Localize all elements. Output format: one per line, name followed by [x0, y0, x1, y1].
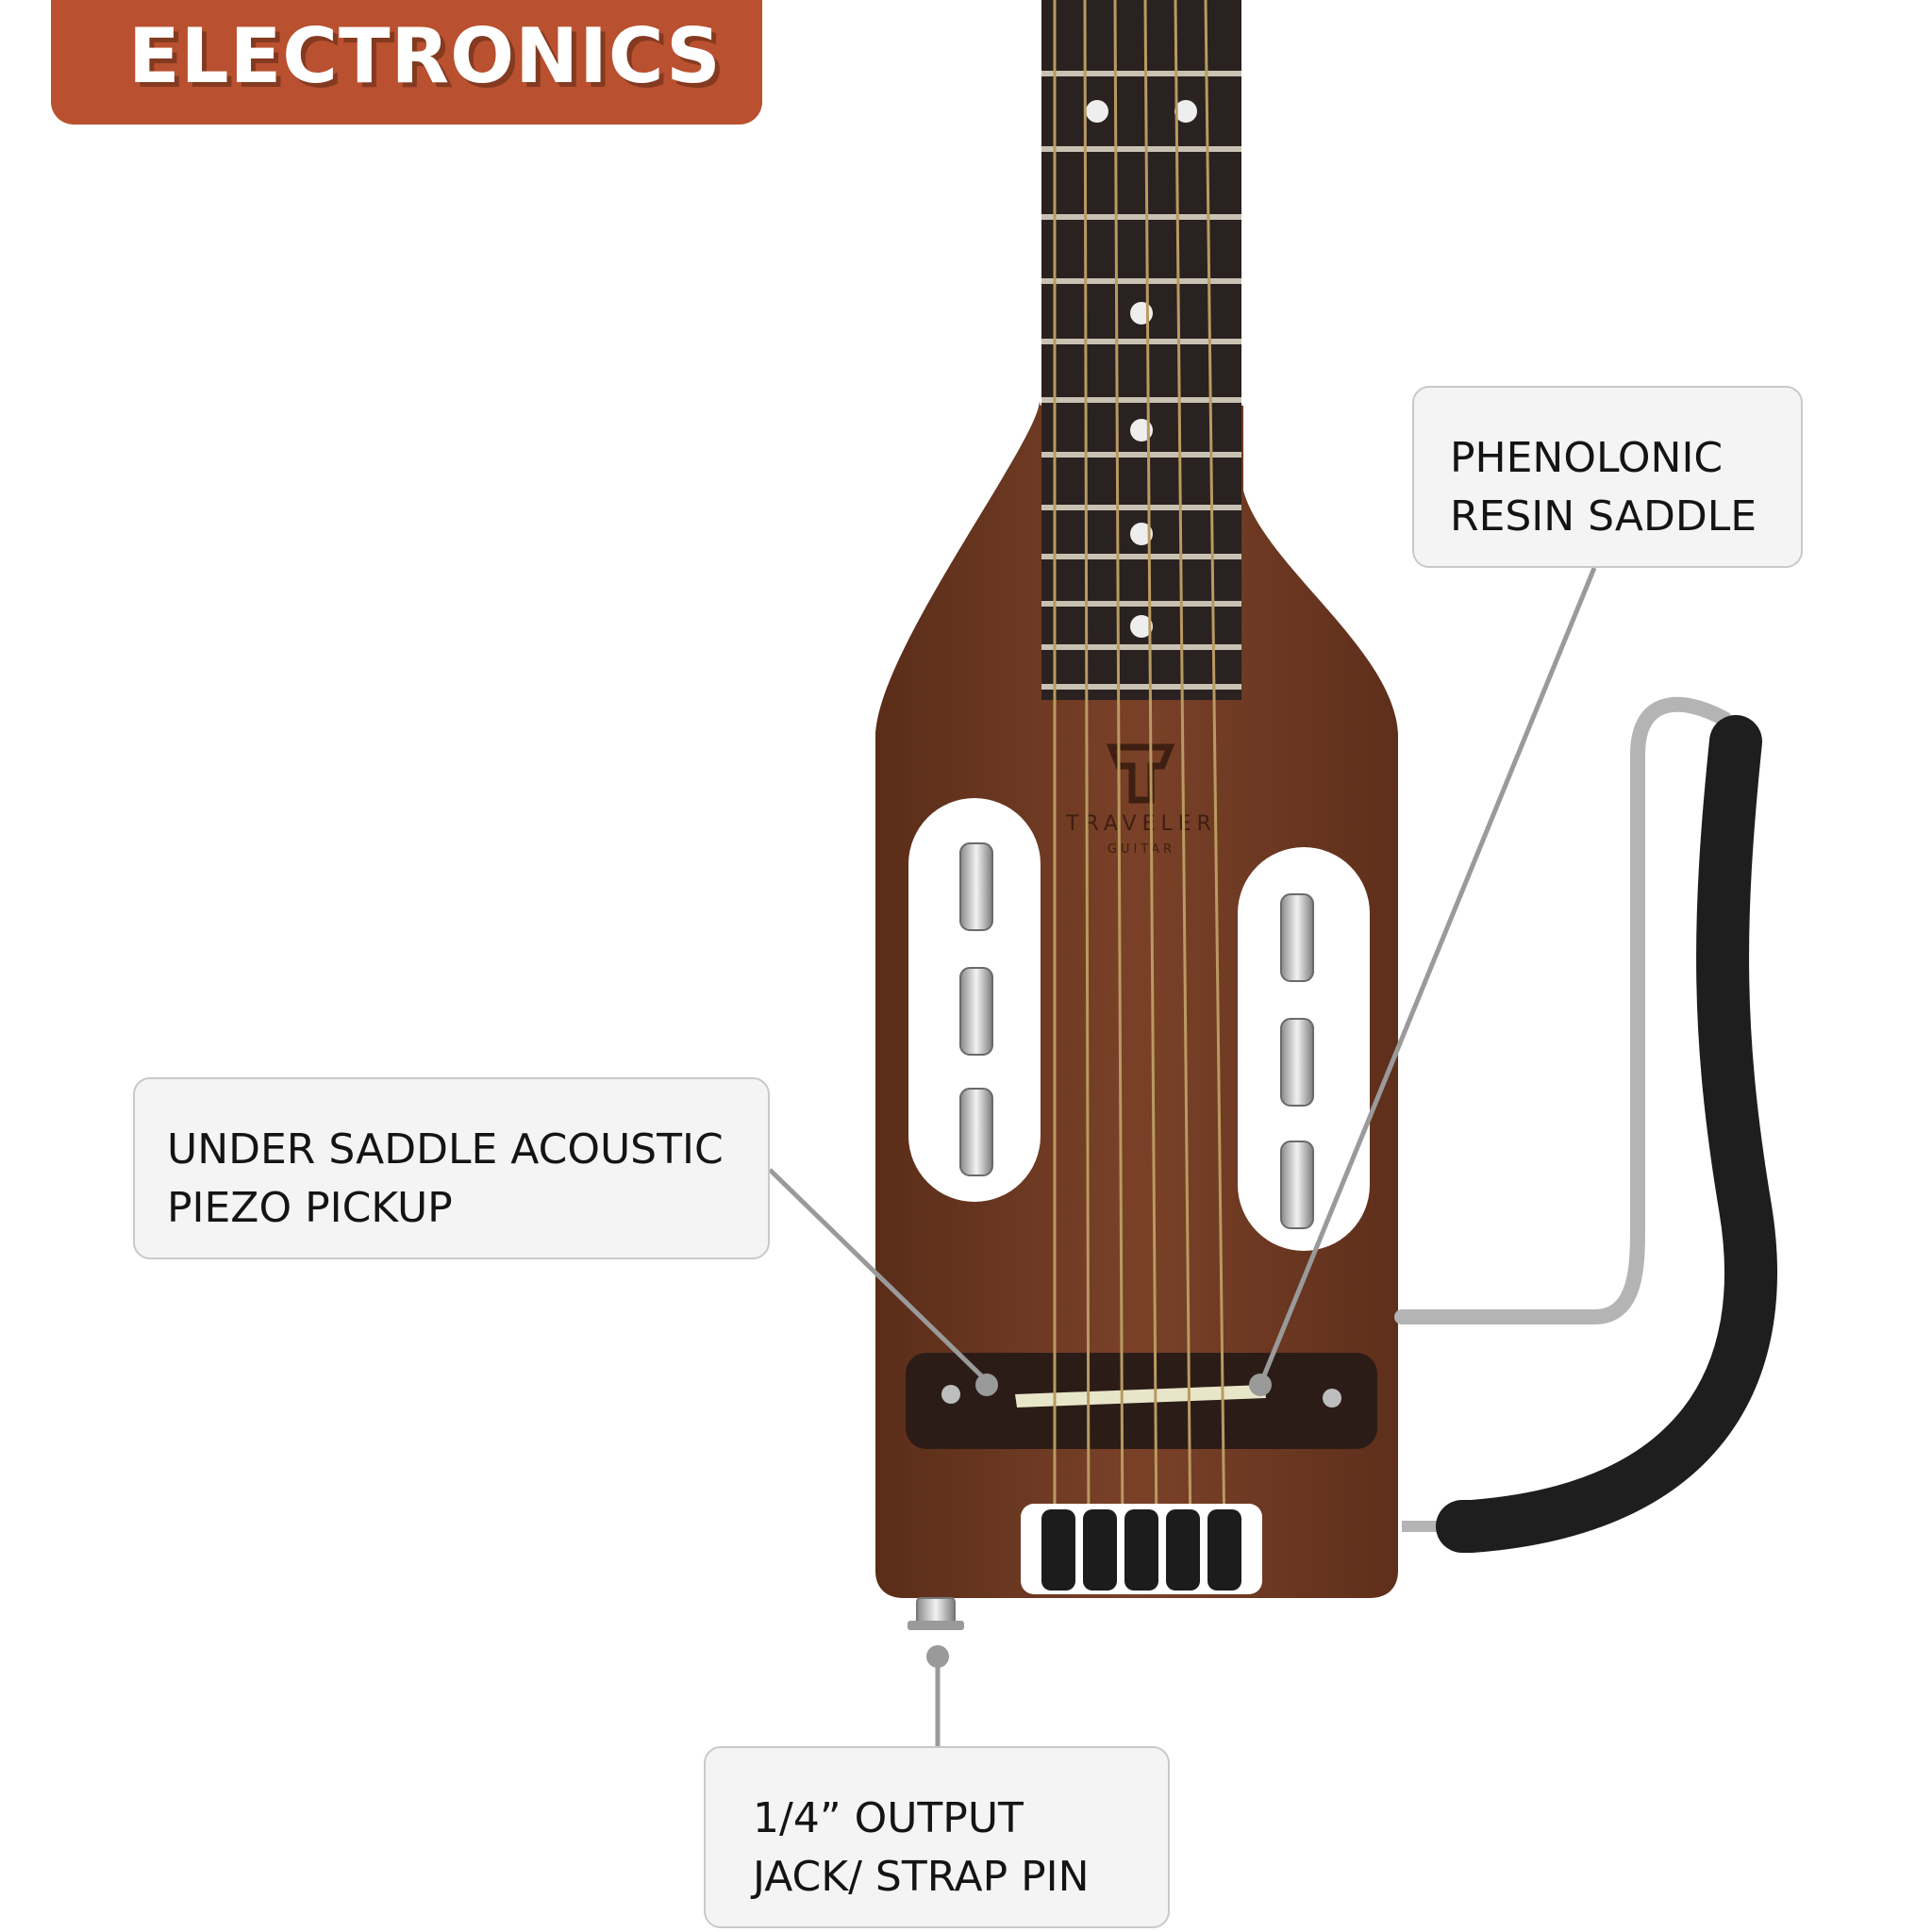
string-roller [1124, 1509, 1158, 1591]
callout-line: 1/4” OUTPUT [753, 1794, 1024, 1842]
frets [1041, 71, 1241, 690]
string-roller [1166, 1509, 1200, 1591]
guitar-string [1204, 0, 1226, 1548]
string-roller [1208, 1509, 1241, 1591]
fret-inlay [1130, 615, 1153, 638]
resin-saddle [1015, 1385, 1266, 1407]
leg-rest-foam [1436, 715, 1777, 1553]
guitar-string [1174, 0, 1192, 1548]
callout-resin-saddle: PHENOLONIC RESIN SADDLE [1412, 386, 1803, 568]
fret-inlay [1130, 302, 1153, 325]
callout-line: PIEZO PICKUP [167, 1184, 453, 1232]
callout-line: JACK/ STRAP PIN [753, 1853, 1090, 1901]
brand-subname: GUITAR [1108, 842, 1175, 857]
output-jack-collar [908, 1621, 964, 1630]
callout-line: RESIN SADDLE [1450, 492, 1757, 541]
leader-lines [768, 567, 1597, 1746]
brand-name: TRAVELER [1065, 812, 1217, 836]
callout-line: UNDER SADDLE ACOUSTIC [167, 1125, 724, 1174]
bridge-screw-icon [941, 1385, 960, 1404]
fret-inlay [1086, 100, 1108, 123]
tuning-pegs [959, 842, 1314, 1229]
callout-piezo-pickup: UNDER SADDLE ACOUSTIC PIEZO PICKUP [133, 1077, 770, 1259]
fret-inlay [1130, 523, 1153, 545]
guitar-string [1143, 0, 1158, 1548]
string-roller [1083, 1509, 1117, 1591]
guitar-string [1113, 0, 1124, 1548]
fret-inlay [1174, 100, 1197, 123]
string-rollers [1041, 1509, 1241, 1591]
leader-dots [926, 1374, 1272, 1668]
section-title: ELECTRONICS [128, 12, 722, 100]
leg-rest-rod [1394, 696, 1732, 1324]
bridge-screw-icon [1323, 1389, 1341, 1407]
guitar-string [1083, 0, 1091, 1548]
callout-output-jack: 1/4” OUTPUT JACK/ STRAP PIN [704, 1746, 1170, 1928]
string-roller [1041, 1509, 1075, 1591]
callout-line: PHENOLONIC [1450, 434, 1724, 482]
section-header: ELECTRONICS [51, 0, 762, 125]
strings [1053, 0, 1226, 1548]
